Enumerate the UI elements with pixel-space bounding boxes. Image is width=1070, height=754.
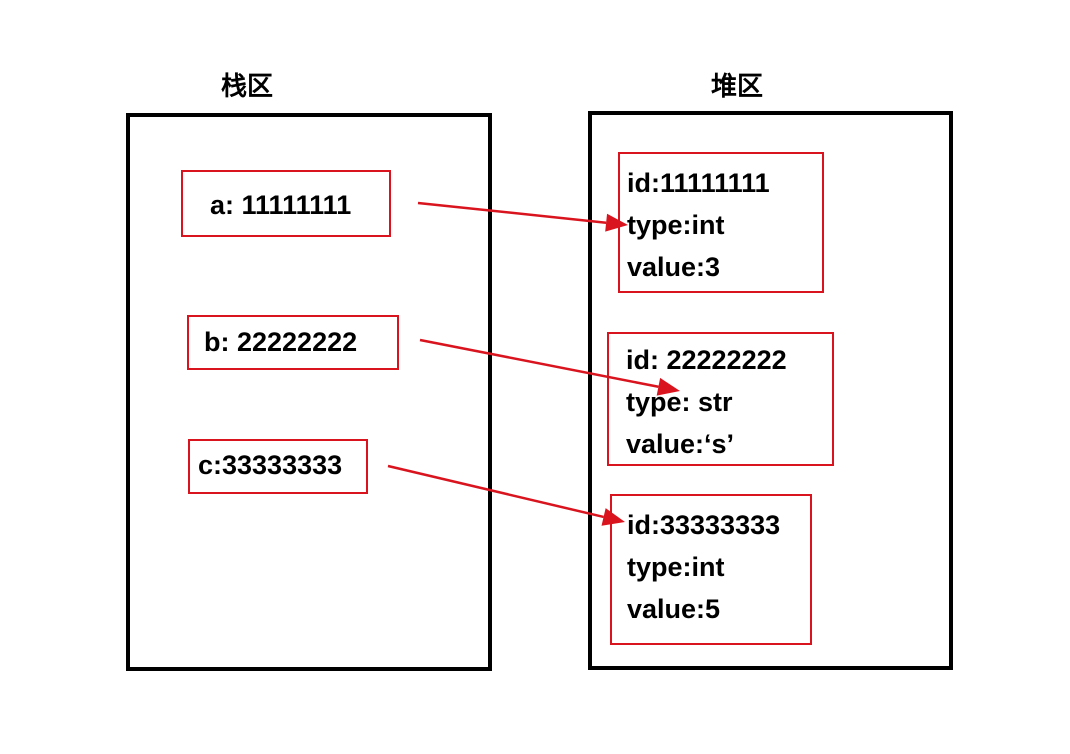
arrow-b	[419, 338, 680, 396]
heap-object-type: type:int	[627, 210, 725, 240]
stack-var-label: b: 22222222	[204, 327, 358, 357]
stack-var-c: c:33333333	[188, 439, 368, 494]
arrow-a	[417, 201, 628, 232]
heap-object-value: value:‘s’	[626, 429, 735, 459]
heap-title: 堆区	[711, 72, 764, 102]
arrow-b-head	[656, 377, 680, 396]
heap-object-type: type: str	[626, 387, 733, 417]
heap-object-value: value:5	[627, 594, 721, 624]
stack-title: 栈区	[221, 72, 274, 102]
heap-object-id: id:33333333	[627, 510, 781, 540]
heap-object-3: id:33333333 type:int value:5	[610, 494, 812, 645]
stack-var-label: c:33333333	[198, 450, 343, 480]
heap-object-id: id: 22222222	[626, 345, 787, 375]
stack-var-a: a: 11111111	[181, 170, 391, 237]
heap-object-type: type:int	[627, 552, 725, 582]
heap-object-value: value:3	[627, 252, 721, 282]
arrow-c-shaft	[387, 464, 604, 519]
heap-object-id: id:11111111	[627, 168, 770, 198]
arrow-b-shaft	[419, 338, 659, 388]
heap-region	[588, 111, 953, 670]
stack-region	[126, 113, 492, 671]
heap-object-2: id: 22222222 type: str value:‘s’	[607, 332, 834, 466]
stack-var-label: a: 11111111	[210, 190, 352, 220]
arrow-a-head	[605, 213, 628, 232]
arrow-c	[387, 464, 625, 526]
stack-var-b: b: 22222222	[187, 315, 399, 370]
arrow-c-head	[601, 508, 625, 526]
arrow-a-shaft	[417, 201, 607, 224]
